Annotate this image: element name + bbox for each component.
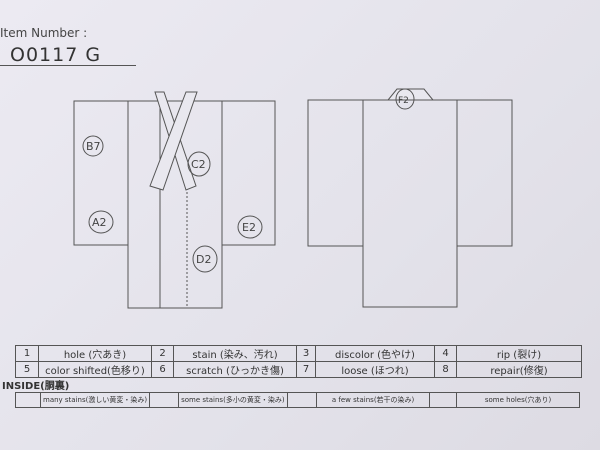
item-number-value: O0117 G [10, 44, 102, 66]
inside-condition-table: many stains(激しい黄変・染み) some stains(多小の黄変・… [15, 392, 580, 408]
legend-num: 5 [15, 361, 39, 378]
checkbox-cell[interactable] [287, 392, 318, 408]
legend-num: 1 [15, 345, 39, 362]
front-mark-a: A2 [92, 216, 107, 229]
front-view-diagram: B7 C2 A2 E2 D2 [73, 91, 276, 309]
front-mark-e: E2 [242, 221, 256, 234]
front-body [127, 100, 223, 309]
back-body [362, 99, 458, 308]
legend-label: rip (裂け) [456, 345, 582, 362]
mark-circle [192, 245, 218, 273]
inside-option: some stains(多小の黄変・染み) [178, 392, 289, 408]
legend-label: discolor (色やけ) [315, 345, 435, 362]
legend-label: color shifted(色移り) [38, 361, 152, 378]
legend-label: loose (ほつれ) [315, 361, 435, 378]
mark-circle [187, 151, 211, 177]
checkbox-cell[interactable] [429, 392, 458, 408]
legend-label: repair(修復) [456, 361, 582, 378]
legend-label: hole (穴あき) [38, 345, 152, 362]
checkbox-cell[interactable] [15, 392, 41, 408]
table-row: many stains(激しい黄変・染み) some stains(多小の黄変・… [15, 392, 580, 408]
mark-circle [237, 215, 263, 239]
back-left-sleeve [307, 99, 364, 247]
legend-num: 8 [434, 361, 457, 378]
collar-strip-right [149, 91, 198, 191]
legend-label: stain (染み、汚れ) [173, 345, 297, 362]
front-mark-b: B7 [86, 140, 101, 153]
back-mark-f: F2 [398, 96, 409, 106]
table-row: 1 hole (穴あき) 2 stain (染み、汚れ) 3 discolor … [15, 345, 582, 362]
back-view-diagram: F2 [307, 88, 513, 308]
inside-option: many stains(激しい黄変・染み) [39, 392, 151, 408]
mark-circle [82, 135, 104, 157]
table-row: 5 color shifted(色移り) 6 scratch (ひっかき傷) 7… [15, 361, 582, 378]
legend-num: 7 [296, 361, 316, 378]
legend-num: 6 [151, 361, 174, 378]
inside-title: INSIDE(胴裏) [2, 381, 70, 392]
mark-circle [395, 88, 415, 110]
kimono-diagrams: B7 C2 A2 E2 D2 F2 [73, 88, 513, 309]
front-mark-c: C2 [191, 158, 206, 171]
inside-option: a few stains(若干の染み) [316, 392, 431, 408]
item-number-label: Item Number : [0, 26, 88, 40]
legend-num: 3 [296, 345, 316, 362]
legend-label: scratch (ひっかき傷) [173, 361, 297, 378]
mark-circle [88, 210, 114, 234]
legend-num: 2 [151, 345, 174, 362]
inside-option: some holes(穴あり) [456, 392, 580, 408]
damage-legend-table: 1 hole (穴あき) 2 stain (染み、汚れ) 3 discolor … [15, 345, 582, 378]
item-number-underline [0, 65, 136, 66]
checkbox-cell[interactable] [149, 392, 180, 408]
back-right-sleeve [456, 99, 513, 247]
front-mark-d: D2 [196, 253, 211, 266]
legend-num: 4 [434, 345, 457, 362]
